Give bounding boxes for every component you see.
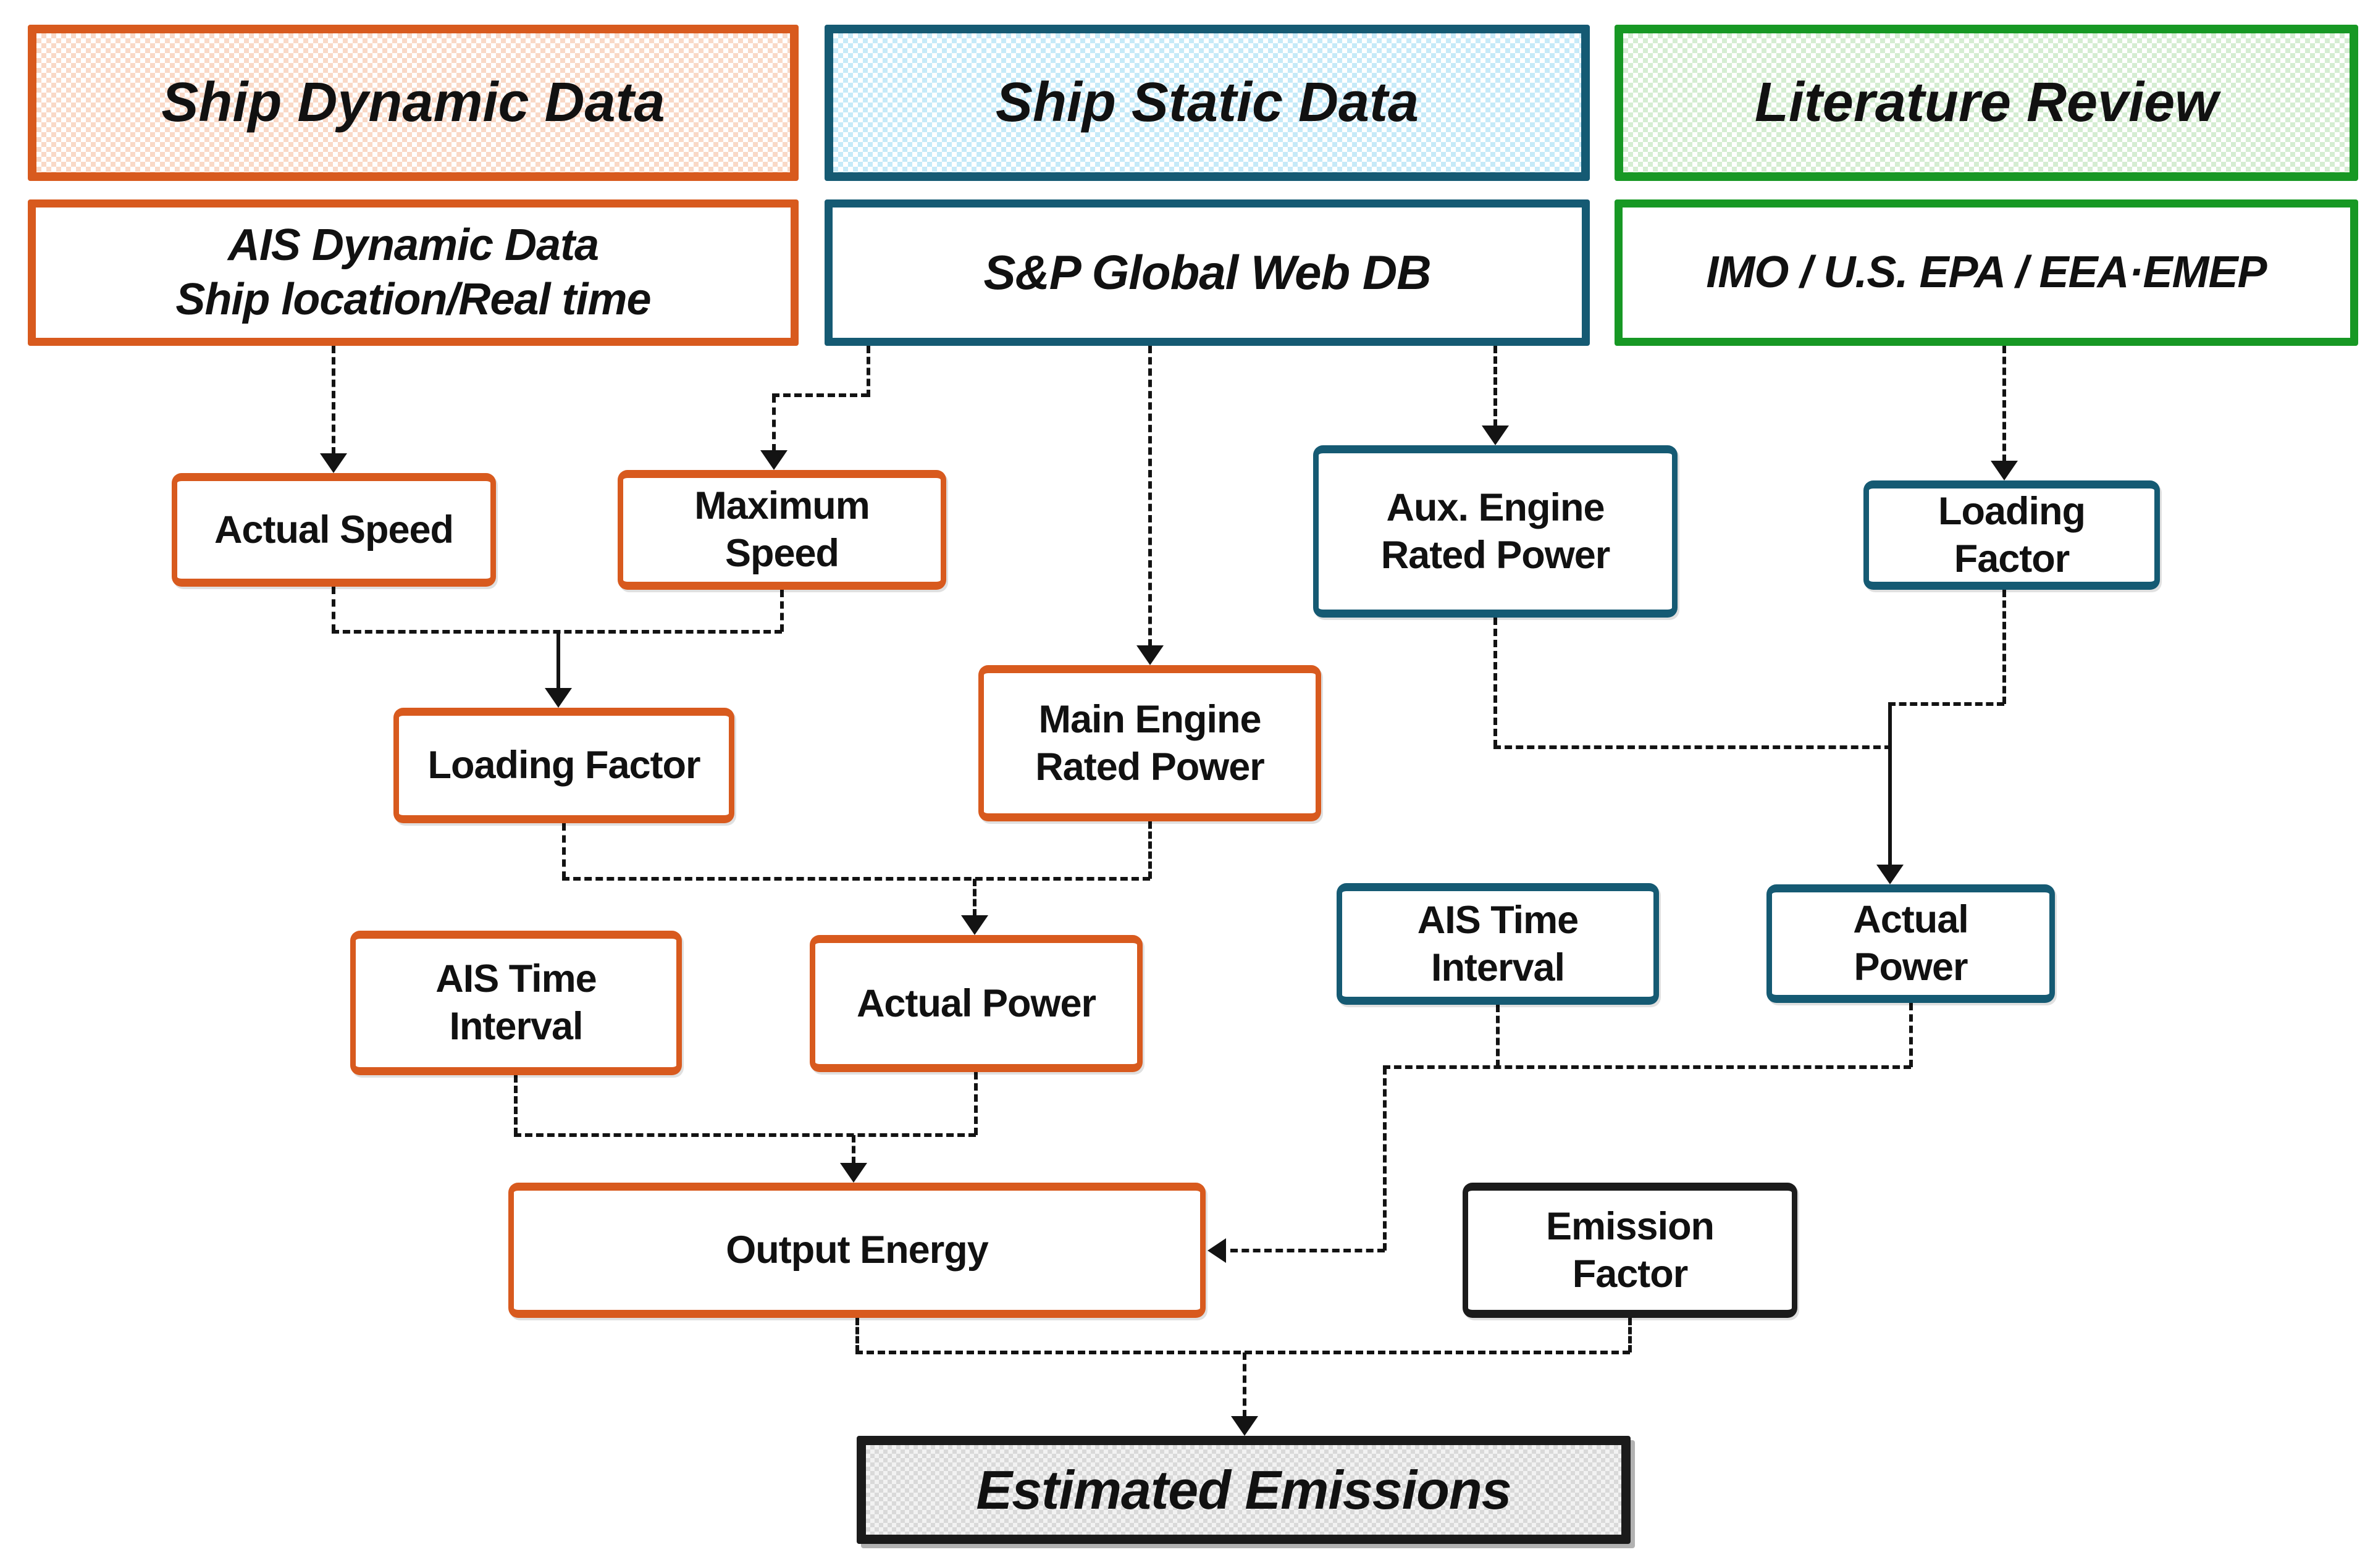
arrowhead-down-maximum-speed [760,450,788,470]
connector-sp-to-aux-engine [1493,346,1497,427]
header-ship-static-data-label: Ship Static Data [995,71,1419,133]
connector-loading-factor-literature-down [2002,590,2006,704]
node-actual-power-label: Actual Power [856,981,1096,1025]
node-actual-power: Actual Power [810,935,1143,1072]
connector-loading-literature-join-h [1888,702,2004,706]
connector-loading-factor-down [562,823,566,879]
connector-static-join-h [1383,1065,1911,1069]
node-ais-time-interval-static: AIS Time Interval [1337,883,1659,1005]
node-main-engine-rated-power: Main Engine Rated Power [978,665,1321,821]
connector-actual-power-static-down [1909,1003,1913,1067]
connector-maximum-speed-down [780,590,784,632]
node-ais-time-interval: AIS Time Interval [350,931,682,1075]
node-emission-factor-label: Emission Factor [1545,1204,1715,1296]
arrowhead-down-aux-engine [1482,426,1509,445]
source-ais-dynamic-data-label: AIS Dynamic Data Ship location/Real time [175,220,651,324]
node-actual-power-static: Actual Power [1766,884,2055,1003]
connector-actual-speed-down [332,587,335,632]
source-imo-epa-eea-emep-label: IMO / U.S. EPA / EEA·EMEP [1706,247,2267,297]
connector-join-to-actual-power-static [1888,704,1892,866]
node-loading-factor: Loading Factor [393,708,734,823]
header-literature-review: Literature Review [1615,25,2358,181]
connector-output-join-h [514,1133,976,1137]
node-estimated-emissions: Estimated Emissions [857,1436,1631,1544]
node-emission-factor: Emission Factor [1463,1183,1797,1318]
source-ais-dynamic-data: AIS Dynamic Data Ship location/Real time [28,199,799,346]
connector-join-to-estimated-emissions [1243,1352,1246,1417]
node-loading-factor-literature: Loading Factor [1863,480,2160,590]
node-main-engine-rated-power-label: Main Engine Rated Power [1035,697,1265,789]
arrowhead-down-main-engine [1136,645,1164,665]
node-estimated-emissions-label: Estimated Emissions [976,1459,1511,1520]
header-ship-dynamic-data: Ship Dynamic Data [28,25,799,181]
node-aux-engine-rated-power: Aux. Engine Rated Power [1313,445,1678,618]
arrowhead-down-actual-power [961,915,988,935]
node-output-energy: Output Energy [508,1183,1206,1318]
connector-sp-to-maximum-speed-v1 [867,346,870,397]
source-sp-global-web-db: S&P Global Web DB [825,199,1590,346]
connector-static-to-output-energy-h [1230,1249,1385,1252]
arrowhead-down-estimated-emissions [1231,1416,1258,1436]
connector-speeds-to-loading-factor [556,632,560,689]
connector-loading-main-join-h [562,877,1150,881]
connector-join-to-actual-power [973,879,976,916]
source-sp-global-web-db-label: S&P Global Web DB [983,245,1431,300]
source-imo-epa-eea-emep: IMO / U.S. EPA / EEA·EMEP [1615,199,2358,346]
connector-sp-to-maximum-speed-h [772,393,868,397]
header-literature-review-label: Literature Review [1754,71,2219,133]
node-output-energy-label: Output Energy [726,1228,988,1272]
node-loading-factor-label: Loading Factor [427,744,701,787]
connector-ais-time-down [514,1075,518,1135]
header-ship-static-data: Ship Static Data [825,25,1590,181]
connector-join-to-output-energy [852,1135,855,1164]
connector-static-join-down [1383,1067,1387,1251]
arrowhead-down-loading-factor [545,688,572,708]
arrowhead-down-actual-power-static [1876,865,1904,884]
node-loading-factor-literature-label: Loading Factor [1938,489,2086,581]
connector-aux-join-h [1493,745,1892,749]
connector-sp-to-maximum-speed-v2 [772,395,776,451]
node-ais-time-interval-label: AIS Time Interval [435,957,597,1048]
connector-actual-power-down [974,1072,978,1135]
node-maximum-speed-label: Maximum Speed [694,484,870,575]
arrowhead-down-loading-factor-literature [1991,461,2018,480]
node-ais-time-interval-static-label: AIS Time Interval [1417,898,1579,989]
arrowhead-left-output-energy [1208,1238,1226,1263]
node-actual-speed: Actual Speed [172,473,496,587]
connector-imo-to-loading-factor [2002,346,2006,462]
node-actual-speed-label: Actual Speed [214,508,454,551]
connector-ais-to-actual-speed [332,346,335,455]
connector-ais-time-static-down [1496,1005,1500,1067]
arrowhead-down-output-energy [840,1163,867,1183]
arrowhead-down-actual-speed [320,453,347,473]
node-maximum-speed: Maximum Speed [618,470,946,590]
node-actual-power-static-label: Actual Power [1853,898,1969,989]
connector-emission-factor-down [1628,1318,1632,1352]
connector-aux-engine-down [1493,618,1497,747]
connector-main-engine-down [1148,821,1152,879]
connector-output-energy-down [855,1318,859,1352]
node-aux-engine-rated-power-label: Aux. Engine Rated Power [1380,485,1611,577]
connector-sp-to-main-engine [1148,346,1152,647]
header-ship-dynamic-data-label: Ship Dynamic Data [161,71,665,133]
